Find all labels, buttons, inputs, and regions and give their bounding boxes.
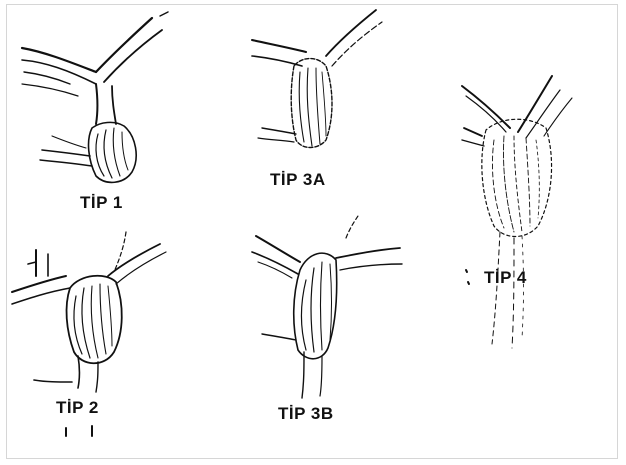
label-tip-4: TİP 4: [484, 268, 527, 288]
sketch-tip3b: [252, 216, 402, 398]
label-tip-3b: TİP 3B: [278, 404, 334, 424]
sketch-tip3a: [252, 10, 382, 148]
sketch-tip1: [22, 12, 168, 182]
label-tip-2: TİP 2: [56, 398, 99, 418]
sketch-tip4: [462, 76, 572, 348]
label-tip-1: TİP 1: [80, 193, 123, 213]
label-tip-3a: TİP 3A: [270, 170, 326, 190]
